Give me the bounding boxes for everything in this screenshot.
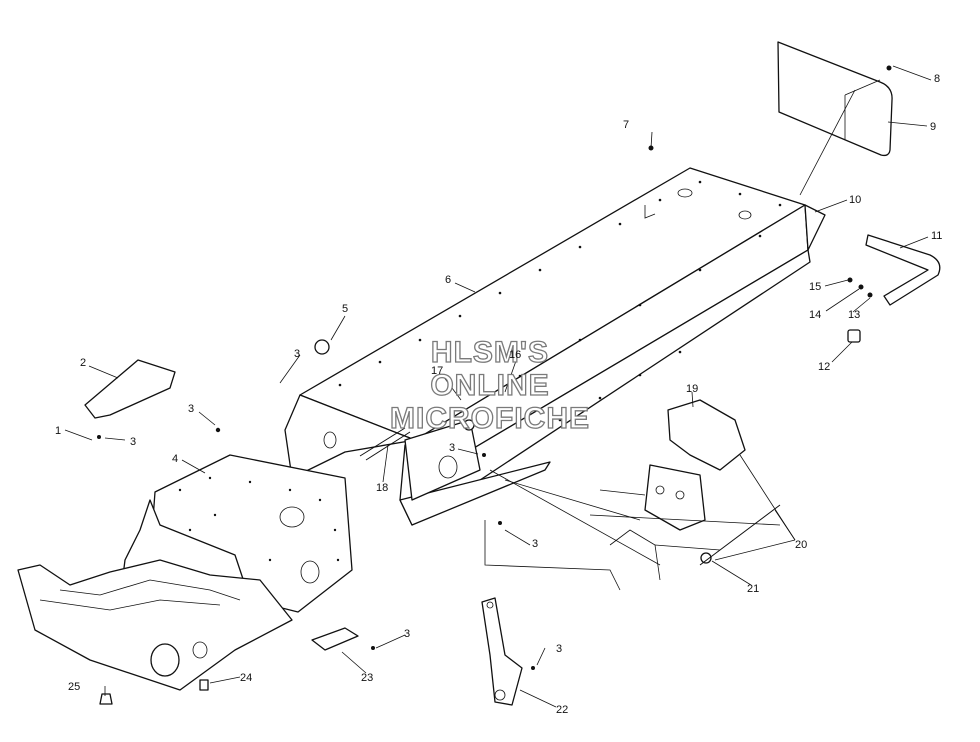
part-23-plate bbox=[311, 627, 359, 651]
callout-3: 3 bbox=[188, 403, 194, 415]
leader-lines bbox=[64, 65, 932, 708]
callout-5: 5 bbox=[342, 303, 348, 315]
watermark-line-1: HLSM'S bbox=[431, 336, 549, 369]
callout-3: 3 bbox=[556, 643, 562, 655]
callout-3: 3 bbox=[130, 436, 136, 448]
callout-14: 14 bbox=[809, 309, 821, 321]
callout-25: 25 bbox=[68, 681, 80, 693]
part-2-bracket bbox=[84, 359, 176, 419]
callout-2: 2 bbox=[80, 357, 86, 369]
watermark-line-2: ONLINE bbox=[430, 369, 549, 402]
callout-20: 20 bbox=[795, 539, 807, 551]
callout-3: 3 bbox=[294, 348, 300, 360]
callout-9: 9 bbox=[930, 121, 936, 133]
callout-15: 15 bbox=[809, 281, 821, 293]
watermark-line-3: MICROFICHE bbox=[390, 402, 590, 435]
callout-22: 22 bbox=[556, 704, 568, 716]
callout-8: 8 bbox=[934, 73, 940, 85]
callout-3: 3 bbox=[449, 442, 455, 454]
callout-18: 18 bbox=[376, 482, 388, 494]
callout-10: 10 bbox=[849, 194, 861, 206]
callout-19: 19 bbox=[686, 383, 698, 395]
callout-3: 3 bbox=[404, 628, 410, 640]
callout-labels: 1 2 3 3 3 3 3 3 3 4 5 6 7 8 9 10 11 12 1… bbox=[55, 73, 942, 716]
part-19-bracket bbox=[589, 399, 781, 581]
callout-6: 6 bbox=[445, 274, 451, 286]
callout-11: 11 bbox=[931, 230, 942, 242]
callout-13: 13 bbox=[848, 309, 860, 321]
callout-4: 4 bbox=[172, 453, 178, 465]
hardware bbox=[97, 145, 873, 705]
callout-7: 7 bbox=[623, 119, 629, 131]
part-11-bumper bbox=[865, 234, 941, 306]
callout-23: 23 bbox=[361, 672, 373, 684]
callout-1: 1 bbox=[55, 425, 61, 437]
callout-21: 21 bbox=[747, 583, 759, 595]
part-lower-pan bbox=[17, 559, 293, 691]
part-6-tunnel bbox=[284, 167, 826, 526]
part-9-panel bbox=[777, 41, 893, 157]
callout-12: 12 bbox=[818, 361, 830, 373]
callout-17: 17 bbox=[431, 365, 443, 377]
watermark: HLSM'S ONLINE MICROFICHE bbox=[389, 335, 590, 435]
callout-16: 16 bbox=[509, 349, 521, 361]
callout-3: 3 bbox=[532, 538, 538, 550]
part-22-bracket bbox=[481, 597, 523, 706]
callout-24: 24 bbox=[240, 672, 252, 684]
